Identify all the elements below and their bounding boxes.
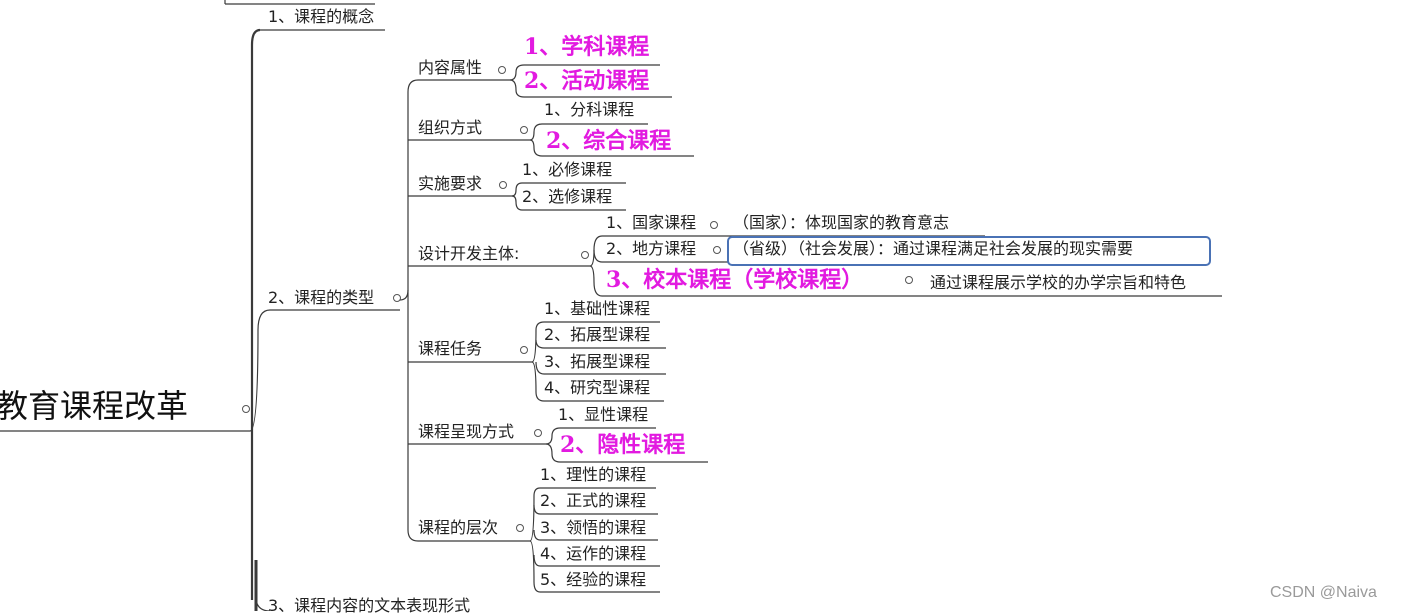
topic-local-course[interactable]: 2、地方课程 bbox=[606, 239, 697, 258]
topic-activity-course[interactable]: 2、活动课程 bbox=[524, 68, 650, 94]
school-collapse-knob[interactable] bbox=[905, 276, 913, 284]
local-note-box bbox=[727, 236, 1211, 266]
topic-research-course[interactable]: 4、研究型课程 bbox=[544, 378, 651, 397]
topic-course-text-form[interactable]: 3、课程内容的文本表现形式 bbox=[268, 596, 471, 615]
org-collapse-knob[interactable] bbox=[520, 126, 528, 134]
topic-national-course[interactable]: 1、国家课程 bbox=[606, 213, 697, 232]
topic-subject-course[interactable]: 1、学科课程 bbox=[524, 34, 650, 60]
topic-course-concept[interactable]: 1、课程的概念 bbox=[268, 7, 375, 26]
topic-perceived-course[interactable]: 3、领悟的课程 bbox=[540, 518, 647, 537]
root-collapse-knob[interactable] bbox=[242, 405, 250, 413]
note-school-course[interactable]: 通过课程展示学校的办学宗旨和特色 bbox=[930, 273, 1187, 292]
topic-separate-subject-course[interactable]: 1、分科课程 bbox=[544, 100, 635, 119]
topic-required-course[interactable]: 1、必修课程 bbox=[522, 160, 613, 179]
local-collapse-knob[interactable] bbox=[713, 246, 721, 254]
present-collapse-knob[interactable] bbox=[534, 429, 542, 437]
topic-expand-course-a[interactable]: 2、拓展型课程 bbox=[544, 325, 651, 344]
topic-implementation[interactable]: 实施要求 bbox=[418, 174, 483, 193]
topic-experiential-course[interactable]: 5、经验的课程 bbox=[540, 570, 647, 589]
topic-school-course[interactable]: 3、校本课程（学校课程） bbox=[606, 267, 864, 293]
note-local-course[interactable]: （省级）（社会发展）：通过课程满足社会发展的现实需要 bbox=[733, 239, 1134, 258]
topic-integrated-course[interactable]: 2、综合课程 bbox=[546, 128, 672, 154]
topic-course-task[interactable]: 课程任务 bbox=[418, 339, 483, 358]
watermark: CSDN @Naiva bbox=[1270, 584, 1377, 601]
topic-hidden-course[interactable]: 2、隐性课程 bbox=[560, 432, 686, 458]
topic-design-subject[interactable]: 设计开发主体: bbox=[418, 244, 520, 263]
design-collapse-knob[interactable] bbox=[581, 251, 589, 259]
topic-rational-course[interactable]: 1、理性的课程 bbox=[540, 465, 647, 484]
root-topic[interactable]: 出教育课程改革 bbox=[0, 387, 189, 425]
national-collapse-knob[interactable] bbox=[710, 221, 718, 229]
topic-basic-course[interactable]: 1、基础性课程 bbox=[544, 299, 651, 318]
topic-expand-course-b[interactable]: 3、拓展型课程 bbox=[544, 352, 651, 371]
topic-course-types[interactable]: 2、课程的类型 bbox=[268, 288, 375, 307]
types-collapse-knob[interactable] bbox=[393, 294, 401, 302]
content-collapse-knob[interactable] bbox=[498, 66, 506, 74]
topic-organization[interactable]: 组织方式 bbox=[418, 118, 483, 137]
task-collapse-knob[interactable] bbox=[520, 346, 528, 354]
topic-content-attribute[interactable]: 内容属性 bbox=[418, 58, 483, 77]
impl-collapse-knob[interactable] bbox=[499, 181, 507, 189]
topic-explicit-course[interactable]: 1、显性课程 bbox=[558, 405, 649, 424]
topic-course-levels[interactable]: 课程的层次 bbox=[418, 518, 499, 537]
topic-formal-course[interactable]: 2、正式的课程 bbox=[540, 491, 647, 510]
topic-operational-course[interactable]: 4、运作的课程 bbox=[540, 544, 647, 563]
topic-presentation[interactable]: 课程呈现方式 bbox=[418, 422, 515, 441]
topic-elective-course[interactable]: 2、选修课程 bbox=[522, 187, 613, 206]
note-national-course[interactable]: （国家）：体现国家的教育意志 bbox=[733, 213, 950, 232]
level-collapse-knob[interactable] bbox=[516, 524, 524, 532]
